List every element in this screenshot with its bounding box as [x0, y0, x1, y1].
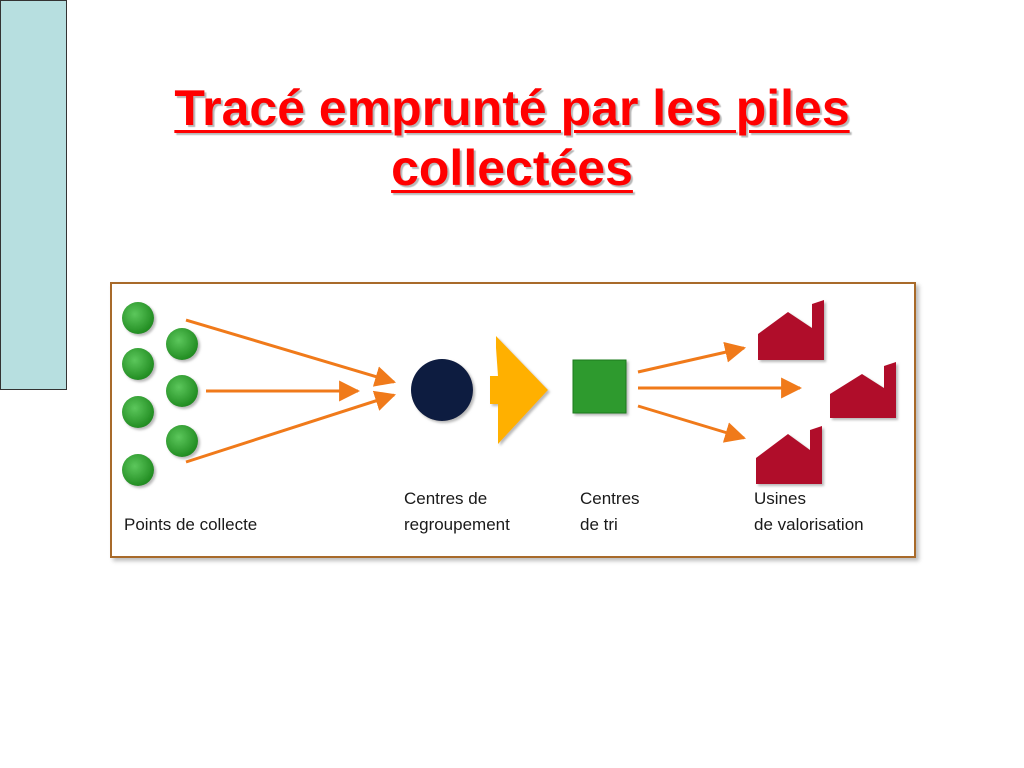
collection-dot	[122, 454, 154, 486]
converging-arrows	[185, 318, 397, 464]
slide-title: Tracé emprunté par les piles collectées	[90, 78, 934, 198]
regrouping-center-icon	[411, 359, 473, 421]
arrow	[637, 341, 747, 374]
arrow	[185, 318, 397, 387]
title-line-1: Tracé emprunté par les piles	[174, 80, 850, 136]
collection-dot	[122, 348, 154, 380]
label-points-de-collecte: Points de collecte	[124, 515, 257, 534]
process-arrow-icon	[490, 336, 548, 444]
arrow	[637, 404, 747, 443]
collection-points-icon	[122, 302, 198, 486]
sorting-center-icon	[572, 359, 627, 414]
flow-diagram-frame: Points de collecte Centres de regroupeme…	[110, 282, 916, 558]
label-centres-de-tri-2: de tri	[580, 515, 618, 534]
flow-diagram: Points de collecte Centres de regroupeme…	[122, 300, 896, 534]
title-line-2: collectées	[391, 140, 633, 196]
factory-icon	[758, 300, 824, 360]
label-centres-de-regroupement-1: Centres de	[404, 489, 487, 508]
diverging-arrows	[637, 341, 803, 443]
collection-dot	[166, 375, 198, 407]
label-usines-de-valorisation-1: Usines	[754, 489, 806, 508]
arrow	[185, 390, 396, 464]
side-decor-bar	[0, 0, 67, 390]
factory-icon	[830, 362, 896, 418]
factory-icon	[756, 426, 822, 484]
collection-dot	[122, 302, 154, 334]
collection-dot	[166, 328, 198, 360]
label-usines-de-valorisation-2: de valorisation	[754, 515, 864, 534]
label-centres-de-regroupement-2: regroupement	[404, 515, 510, 534]
collection-dot	[166, 425, 198, 457]
collection-dot	[122, 396, 154, 428]
label-centres-de-tri-1: Centres	[580, 489, 640, 508]
